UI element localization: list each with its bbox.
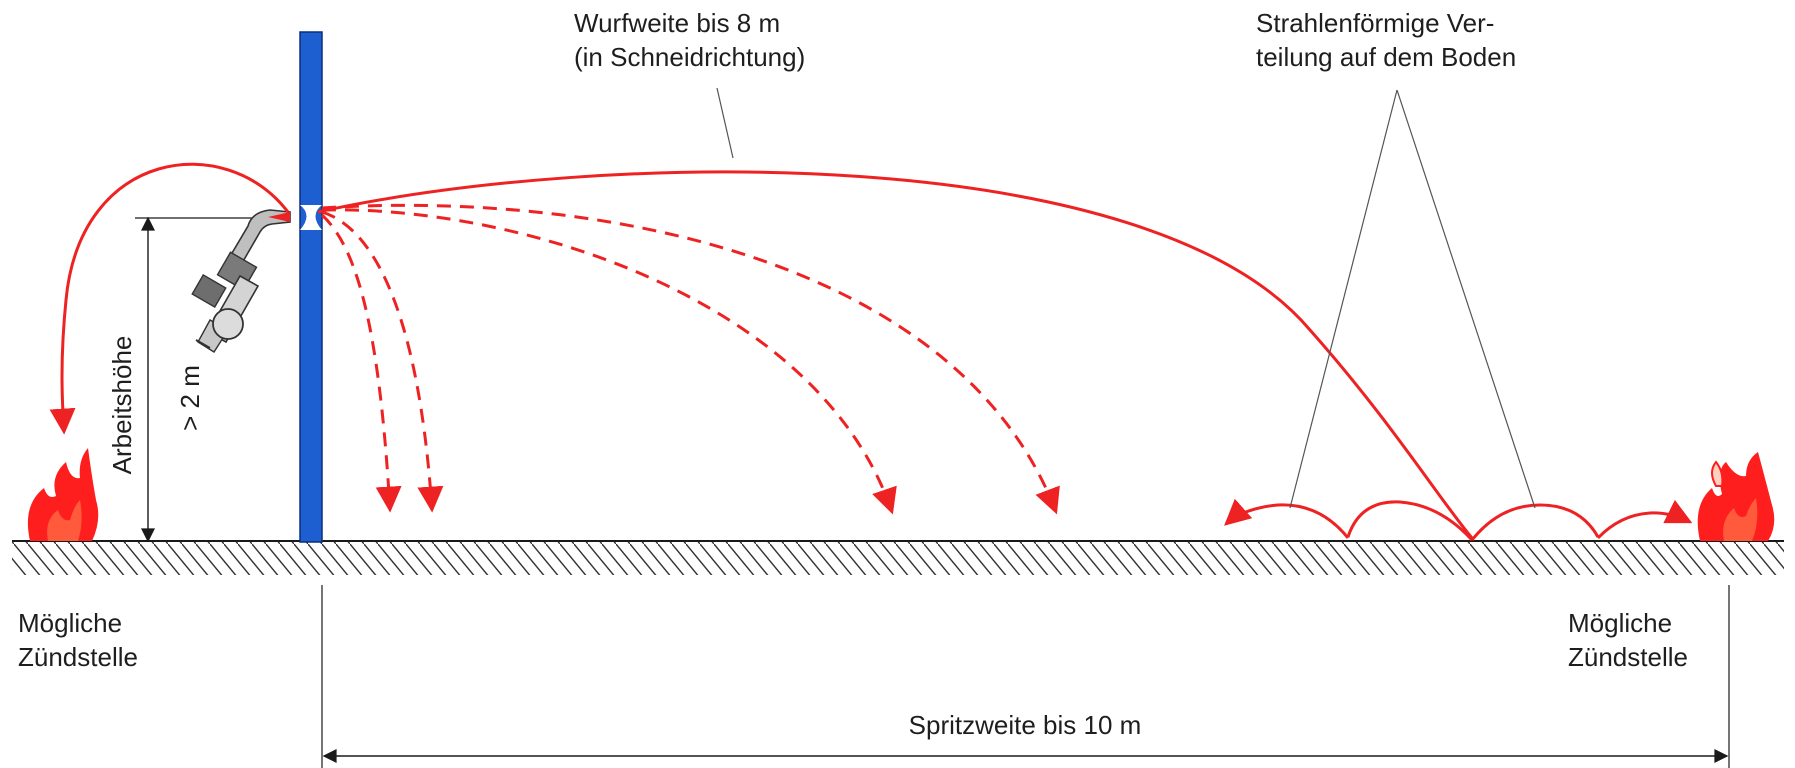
backward-spark-arc [49,162,290,435]
workpiece-wall [299,31,323,543]
throw-distance-label-line2: (in Schneidrichtung) [574,42,805,72]
flame-icon [1697,452,1775,541]
ground [12,540,1784,575]
min-height-label: > 2 m [175,365,205,431]
throw-distance-label-line1: Wurfweite bis 8 m [574,8,780,38]
radial-distribution-label-line1: Strahlenförmige Ver- [1256,8,1494,38]
falling-spark-trajectories [320,203,1060,515]
label-leader-lines [716,87,1536,509]
cutting-torch-icon [191,209,291,353]
spray-distance-dimension [321,585,1730,768]
ignition-point-right-line2: Zündstelle [1568,642,1688,672]
spray-distance-label: Spritzweite bis 10 m [909,710,1142,740]
ignition-point-left-line1: Mögliche [18,608,122,638]
work-height-label: Arbeitshöhe [107,336,137,475]
radial-distribution-label-line2: teilung auf dem Boden [1256,42,1516,72]
flame-icon [27,448,99,541]
ignition-point-left-line2: Zündstelle [18,642,138,672]
throw-arc [317,170,1474,539]
ignition-point-right-line1: Mögliche [1568,608,1672,638]
ground-bounce-arcs [1224,498,1693,542]
